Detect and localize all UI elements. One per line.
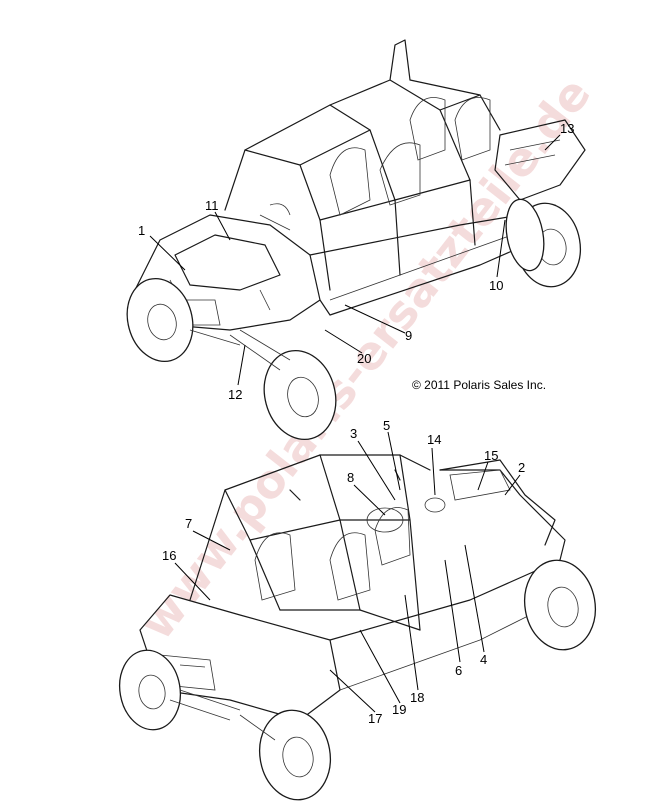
top-vehicle-illustration (126, 39, 586, 441)
callout-3: 3 (350, 426, 357, 441)
callout-6: 6 (455, 663, 462, 678)
callout-9: 9 (405, 328, 412, 343)
callout-20: 20 (357, 351, 371, 366)
callout-18: 18 (410, 690, 424, 705)
callout-5: 5 (383, 418, 390, 433)
bottom-leader-lines (174, 431, 521, 713)
bottom-vehicle-illustration (119, 454, 596, 801)
bottom-callouts: 3 5 14 15 2 8 7 16 6 4 17 19 18 (162, 418, 525, 726)
copyright-text: © 2011 Polaris Sales Inc. (412, 378, 546, 392)
top-leader-lines (149, 134, 561, 386)
callout-13: 13 (560, 121, 574, 136)
callout-14: 14 (427, 432, 441, 447)
callout-15: 15 (484, 448, 498, 463)
callout-7: 7 (185, 516, 192, 531)
callout-12: 12 (228, 387, 242, 402)
callout-11: 11 (205, 198, 219, 213)
callout-17: 17 (368, 711, 382, 726)
callout-2: 2 (518, 460, 525, 475)
callout-16: 16 (162, 548, 176, 563)
callout-8: 8 (347, 470, 354, 485)
top-callouts: 1 11 13 10 9 20 12 (138, 121, 574, 402)
callout-1: 1 (138, 223, 145, 238)
callout-19: 19 (392, 702, 406, 717)
callout-4: 4 (480, 652, 487, 667)
callout-10: 10 (489, 278, 503, 293)
